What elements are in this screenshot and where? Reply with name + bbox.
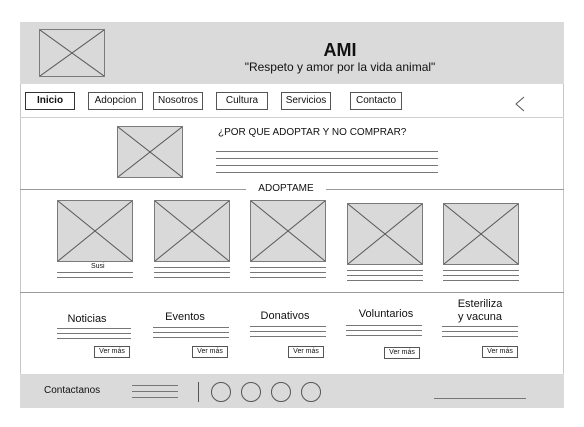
header <box>20 22 564 84</box>
section-title-voluntarios: Voluntarios <box>358 308 414 320</box>
chevron-left-icon[interactable] <box>510 94 530 114</box>
ver-mas-button[interactable]: Ver más <box>192 346 228 358</box>
pet-card-image[interactable] <box>347 203 423 265</box>
social-circle-icon[interactable] <box>241 382 261 402</box>
ver-mas-button[interactable]: Ver más <box>94 346 130 358</box>
section-text-line <box>250 336 326 337</box>
pet-info-line <box>57 272 133 273</box>
section-text-line <box>442 326 518 327</box>
footer-text-line <box>132 397 178 398</box>
section-text-line <box>153 337 229 338</box>
pet-card-image[interactable] <box>250 200 326 262</box>
nav-inicio[interactable]: Inicio <box>25 92 75 110</box>
section-text-line <box>250 331 326 332</box>
section-title-esteriliza-line1: Esteriliza <box>457 298 503 310</box>
section-title-eventos: Eventos <box>165 311 205 323</box>
pet-card-image[interactable] <box>154 200 230 262</box>
intro-image-placeholder <box>117 126 183 178</box>
pet-info-line <box>347 280 423 281</box>
section-text-line <box>57 338 131 339</box>
nav-cultura[interactable]: Cultura <box>216 92 268 110</box>
ver-mas-button[interactable]: Ver más <box>288 346 324 358</box>
footer-text-line <box>132 391 178 392</box>
pet-info-line <box>154 267 230 268</box>
site-slogan: "Respeto y amor por la vida animal" <box>244 60 436 74</box>
nav-nosotros[interactable]: Nosotros <box>153 92 203 110</box>
intro-text-line <box>216 172 438 173</box>
section-text-line <box>442 336 518 337</box>
section-text-line <box>153 332 229 333</box>
pet-info-line <box>250 277 326 278</box>
pet-info-line <box>443 270 519 271</box>
footer <box>20 374 564 408</box>
section-text-line <box>57 333 131 334</box>
pet-name: Susi <box>91 263 105 270</box>
footer-vertical-divider <box>198 382 199 402</box>
nav-adopcion[interactable]: Adopcion <box>88 92 143 110</box>
pet-info-line <box>57 277 133 278</box>
nav-divider <box>20 117 564 118</box>
section-title-noticias: Noticias <box>67 313 107 325</box>
pet-card-image[interactable] <box>443 203 519 265</box>
social-circle-icon[interactable] <box>301 382 321 402</box>
footer-contact-label: Contactanos <box>44 385 101 396</box>
section-text-line <box>346 330 422 331</box>
pet-info-line <box>154 272 230 273</box>
nav-servicios[interactable]: Servicios <box>281 92 331 110</box>
adopt-divider-right <box>326 189 564 190</box>
nav-contacto[interactable]: Contacto <box>350 92 402 110</box>
adopt-heading: ADOPTAME <box>258 183 314 194</box>
social-circle-icon[interactable] <box>271 382 291 402</box>
intro-text-line <box>216 165 438 166</box>
intro-heading: ¿POR QUE ADOPTAR Y NO COMPRAR? <box>218 127 407 138</box>
section-text-line <box>346 335 422 336</box>
intro-text-line <box>216 151 438 152</box>
section-text-line <box>153 327 229 328</box>
adopt-divider-left <box>20 189 246 190</box>
ver-mas-button[interactable]: Ver más <box>384 347 420 359</box>
pet-info-line <box>347 275 423 276</box>
ver-mas-button[interactable]: Ver más <box>482 346 518 358</box>
section-text-line <box>250 326 326 327</box>
section-text-line <box>346 325 422 326</box>
site-title: AMI <box>323 40 357 60</box>
section-title-donativos: Donativos <box>260 310 310 322</box>
section-title-esteriliza-line2: y vacuna <box>457 311 503 323</box>
pet-info-line <box>250 272 326 273</box>
pet-info-line <box>443 275 519 276</box>
footer-right-line <box>434 398 526 399</box>
sections-divider <box>20 292 564 293</box>
logo-image-placeholder <box>39 29 105 77</box>
section-text-line <box>442 331 518 332</box>
pet-info-line <box>154 277 230 278</box>
intro-text-line <box>216 158 438 159</box>
section-text-line <box>57 328 131 329</box>
pet-info-line <box>347 270 423 271</box>
pet-card-image[interactable] <box>57 200 133 262</box>
footer-text-line <box>132 385 178 386</box>
pet-info-line <box>443 280 519 281</box>
pet-info-line <box>250 267 326 268</box>
social-circle-icon[interactable] <box>211 382 231 402</box>
